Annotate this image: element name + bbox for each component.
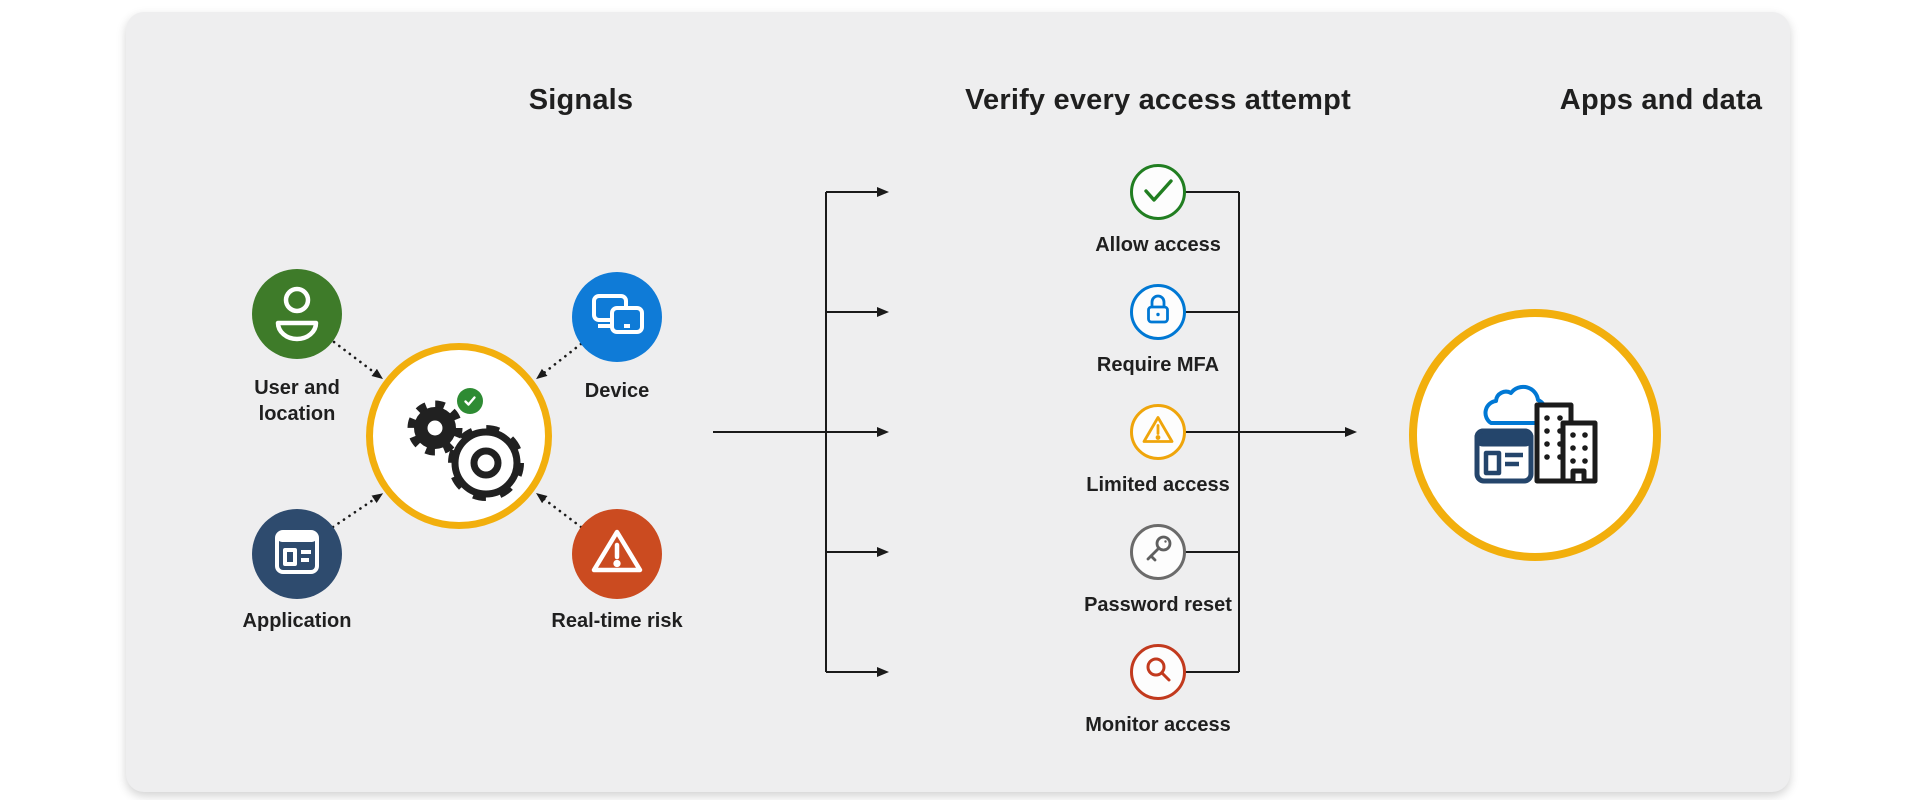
outcome-monitor-access — [1130, 644, 1186, 700]
buildings-icon — [1534, 402, 1598, 484]
signal-device — [572, 272, 662, 362]
outcome-password-reset — [1130, 524, 1186, 580]
magnifier-icon — [1130, 642, 1186, 703]
outcome-allow-access — [1130, 164, 1186, 220]
check-icon — [1130, 162, 1186, 223]
warning-triangle-icon — [572, 507, 662, 602]
large-gear — [448, 425, 524, 501]
apps-and-data-icons — [1474, 384, 1598, 484]
key-icon — [1130, 522, 1186, 583]
signal-realtime-risk — [572, 509, 662, 599]
gears-icon — [391, 386, 531, 521]
verify-title: Verify every access attempt — [965, 84, 1351, 116]
signal-label-user-location: User and location — [254, 377, 340, 425]
signal-application — [252, 509, 342, 599]
diagram-card: Signals Verify every access attempt Apps… — [126, 12, 1790, 792]
outcome-label-password-reset: Password reset — [1084, 594, 1232, 616]
signal-label-realtime-risk: Real-time risk — [551, 610, 683, 632]
apps-and-data-circle — [1409, 309, 1661, 561]
devices-icon — [572, 270, 662, 365]
outcome-require-mfa — [1130, 284, 1186, 340]
app-window-icon — [252, 507, 342, 602]
signals-title: Signals — [528, 84, 634, 116]
policy-hub-circle — [366, 343, 552, 529]
warning-icon — [1130, 402, 1186, 463]
outcome-label-limited-access: Limited access — [1086, 474, 1230, 496]
app-window-icon — [1474, 428, 1534, 484]
signal-user-location — [252, 269, 342, 359]
apps-title: Apps and data — [1559, 84, 1763, 116]
outcome-label-allow-access: Allow access — [1095, 234, 1221, 256]
small-gear — [407, 400, 463, 456]
lock-icon — [1130, 282, 1186, 343]
outcome-limited-access — [1130, 404, 1186, 460]
person-icon — [252, 267, 342, 362]
signal-label-device: Device — [584, 380, 650, 402]
signal-label-application: Application — [242, 610, 352, 632]
check-badge-icon — [457, 388, 483, 414]
outcome-label-monitor-access: Monitor access — [1085, 714, 1231, 736]
outcome-label-require-mfa: Require MFA — [1096, 354, 1220, 376]
